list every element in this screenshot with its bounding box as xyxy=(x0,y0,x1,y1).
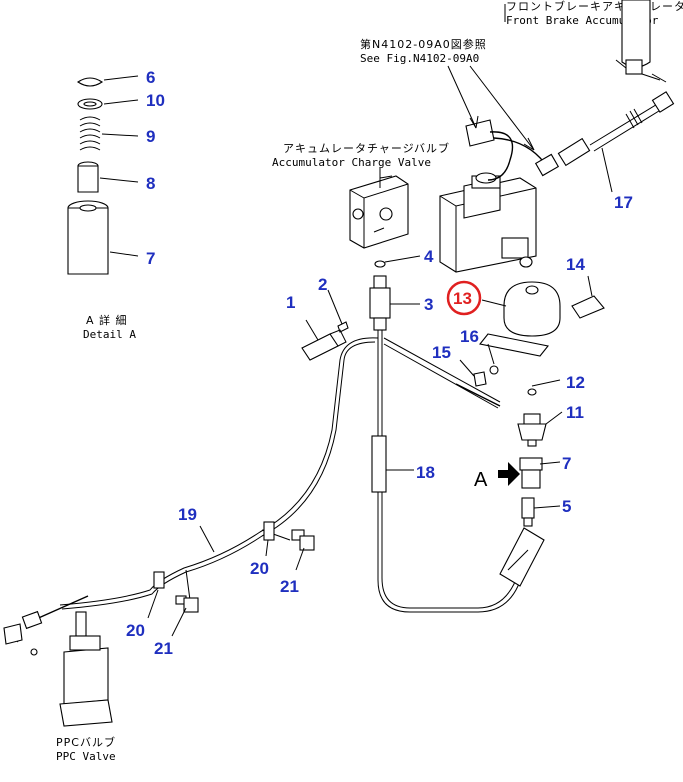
fitting-11 xyxy=(517,413,547,447)
ppc-valve-label-en: PPC Valve xyxy=(56,750,116,763)
charge-valve-label-en: Accumulator Charge Valve xyxy=(272,156,431,169)
callout-21-lower: 21 xyxy=(154,639,173,658)
callout-16: 16 xyxy=(460,327,479,346)
callout-20-lower: 20 xyxy=(126,621,145,640)
pipe-17 xyxy=(557,91,675,167)
detail-a-spring-9 xyxy=(79,116,101,151)
callout-12: 12 xyxy=(566,373,585,392)
view-a-marker: A xyxy=(474,469,488,491)
callout-8: 8 xyxy=(146,174,155,193)
bolt-21-upper xyxy=(291,529,315,551)
callout-5: 5 xyxy=(562,497,571,516)
accumulator-13 xyxy=(479,281,561,357)
accumulator-charge-valve xyxy=(349,175,409,249)
washer-16 xyxy=(489,365,499,375)
callout-17: 17 xyxy=(614,193,633,212)
callout-1: 1 xyxy=(286,293,295,312)
callout-7-detail: 7 xyxy=(146,249,155,268)
tube-18 xyxy=(371,330,531,613)
see-fig-label-jp: 第N4102-09A0図参照 xyxy=(360,37,487,51)
detail-a-body-7 xyxy=(67,200,109,275)
detail-a-label-en: Detail A xyxy=(83,328,136,341)
callout-6: 6 xyxy=(146,68,155,87)
ppc-valve-label-jp: PPCバルブ xyxy=(56,735,116,749)
charge-valve-label-jp: アキュムレータチャージバルブ xyxy=(283,141,450,155)
see-fig-label-en: See Fig.N4102-09A0 xyxy=(360,52,479,65)
detail-a-piece-8 xyxy=(77,161,99,193)
callout-10: 10 xyxy=(146,91,165,110)
bracket-14 xyxy=(571,295,605,319)
ppc-valve xyxy=(3,611,113,727)
hose-19 xyxy=(21,337,379,630)
callout-20-upper: 20 xyxy=(250,559,269,578)
front-brake-accumulator xyxy=(615,0,667,83)
callout-14: 14 xyxy=(566,255,585,274)
front-brake-label-jp: フロントブレーキアキュムレータ xyxy=(506,0,683,13)
callout-19: 19 xyxy=(178,505,197,524)
oring-4 xyxy=(374,260,386,268)
callout-2: 2 xyxy=(318,275,327,294)
see-fig-arrows xyxy=(447,65,535,151)
hose-to-5 xyxy=(499,527,545,587)
highlight-ring-13 xyxy=(446,280,482,316)
fitting-1 xyxy=(301,329,347,361)
view-a-part-7 xyxy=(519,457,543,489)
callout-3: 3 xyxy=(424,295,433,314)
nut-15 xyxy=(473,371,487,387)
detail-a-label-jp: A 詳 細 xyxy=(86,313,128,327)
front-brake-label-en: Front Brake Accumulator xyxy=(506,14,659,27)
callout-21-upper: 21 xyxy=(280,577,299,596)
hose-block xyxy=(383,337,501,409)
oring-12 xyxy=(527,388,537,396)
callout-13: 13 xyxy=(453,289,472,308)
callout-11: 11 xyxy=(566,403,584,422)
adapter-3 xyxy=(369,275,391,331)
leader-17 xyxy=(601,147,613,193)
callout-7: 7 xyxy=(562,454,571,473)
callout-15: 15 xyxy=(432,343,451,362)
clamp-20-lower xyxy=(153,571,165,589)
callout-18: 18 xyxy=(416,463,435,482)
view-a-arrow-icon xyxy=(498,462,520,486)
bolt-21-lower xyxy=(175,595,199,613)
charge-valve-block xyxy=(439,119,560,273)
clamp-20-upper xyxy=(263,521,275,541)
detail-a-snap-ring-6 xyxy=(77,77,103,87)
callout-4: 4 xyxy=(424,247,434,266)
fitting-5 xyxy=(521,497,535,527)
callout-9: 9 xyxy=(146,127,155,146)
